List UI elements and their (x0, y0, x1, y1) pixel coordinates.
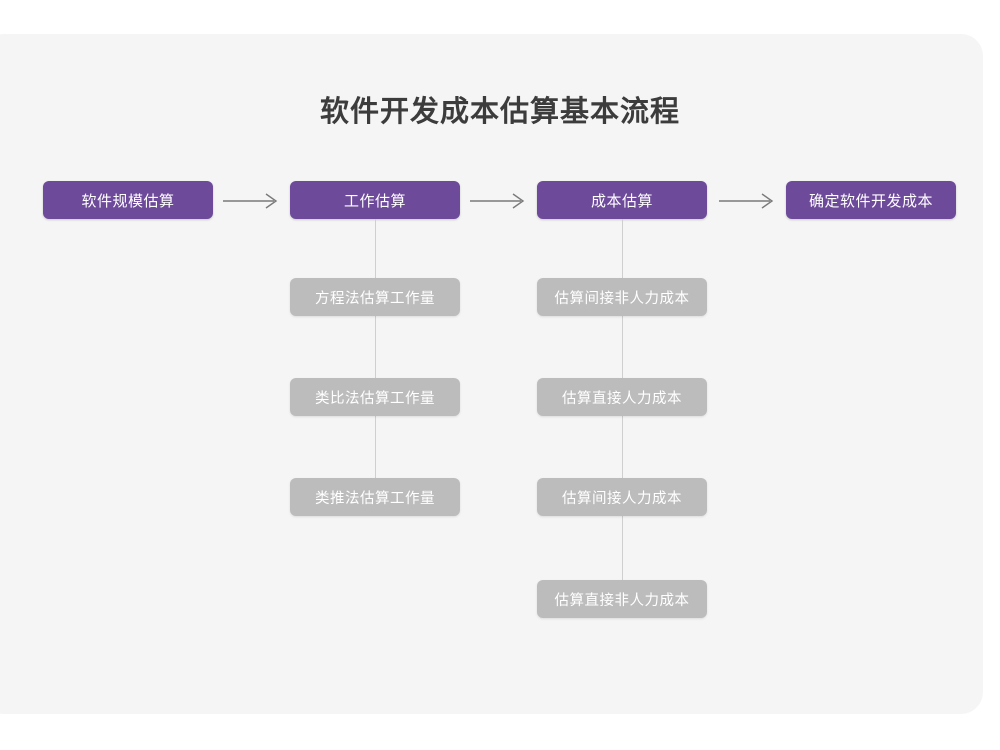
branch-node-cost-direct-nonlabor[interactable]: 估算直接非人力成本 (537, 580, 707, 618)
branch-node-label: 类推法估算工作量 (315, 490, 435, 507)
branch-node-cost-indirect-nonlabor[interactable]: 估算间接非人力成本 (537, 278, 707, 316)
arrow-right-icon (470, 193, 525, 209)
flow-step-software-scale-estimation[interactable]: 软件规模估算 (43, 181, 213, 219)
flow-step-effort-estimation[interactable]: 工作估算 (290, 181, 460, 219)
flow-step-label: 工作估算 (343, 192, 406, 210)
flow-step-determine-development-cost[interactable]: 确定软件开发成本 (786, 181, 956, 219)
branch-node-label: 估算间接非人力成本 (554, 290, 690, 307)
flow-step-label: 确定软件开发成本 (808, 192, 933, 210)
branch-node-cost-indirect-labor[interactable]: 估算间接人力成本 (537, 478, 707, 516)
branch-node-label: 估算直接非人力成本 (554, 592, 690, 609)
arrow-right-icon (223, 193, 278, 209)
flow-step-cost-estimation[interactable]: 成本估算 (537, 181, 707, 219)
branch-node-label: 类比法估算工作量 (315, 390, 435, 407)
branch-node-effort-inference-method[interactable]: 类推法估算工作量 (290, 478, 460, 516)
branch-node-effort-equation-method[interactable]: 方程法估算工作量 (290, 278, 460, 316)
branch-node-effort-analogy-method[interactable]: 类比法估算工作量 (290, 378, 460, 416)
arrow-right-icon (719, 193, 774, 209)
branch-node-label: 方程法估算工作量 (315, 290, 435, 307)
branch-node-cost-direct-labor[interactable]: 估算直接人力成本 (537, 378, 707, 416)
flow-step-label: 成本估算 (590, 192, 653, 210)
flow-step-label: 软件规模估算 (81, 192, 175, 210)
diagram-title: 软件开发成本估算基本流程 (319, 96, 680, 128)
branch-node-label: 估算间接人力成本 (562, 490, 682, 507)
diagram-canvas (0, 34, 983, 714)
branch-connector-effort (374, 219, 377, 499)
branch-node-label: 估算直接人力成本 (562, 390, 682, 407)
